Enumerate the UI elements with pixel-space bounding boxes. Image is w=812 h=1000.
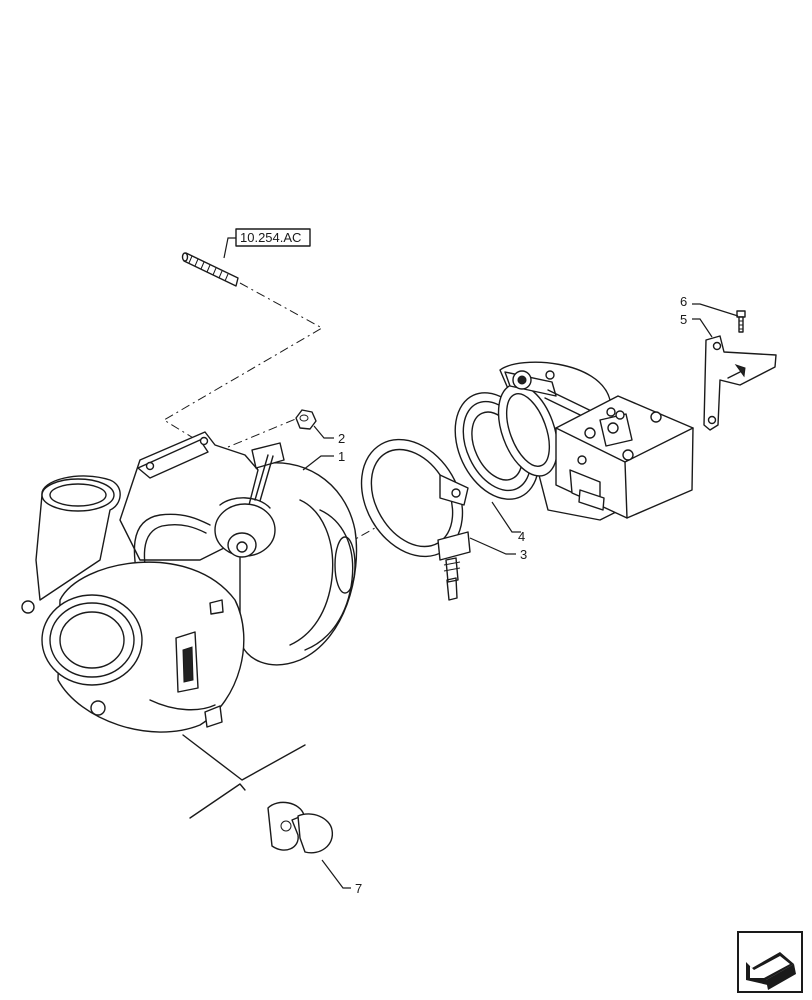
svg-text:5[interactable]: 5 — [680, 312, 687, 327]
exhaust-throttle-valve — [497, 361, 694, 521]
callout-1[interactable]: 1 — [302, 449, 345, 471]
svg-text:2[interactable]: 2 — [338, 431, 345, 446]
callout-2[interactable]: 2 — [313, 425, 345, 446]
svg-text:7[interactable]: 7 — [355, 881, 362, 896]
reference-link[interactable]: 10.254.AC — [223, 228, 311, 259]
callout-6[interactable]: 6 — [680, 294, 739, 317]
callout-3[interactable]: 3 — [469, 537, 527, 562]
bracket — [703, 335, 777, 431]
svg-text:1[interactable]: 1 — [338, 449, 345, 464]
callout-4[interactable]: 4 — [491, 501, 525, 544]
callout-5[interactable]: 5 — [680, 312, 713, 338]
back-navigation-button[interactable] — [736, 930, 804, 994]
nut-centerline — [215, 417, 299, 453]
svg-text:3[interactable]: 3 — [520, 547, 527, 562]
callout-7[interactable]: 7 — [321, 859, 362, 896]
turbocharger — [21, 431, 358, 781]
v-band-clamp — [360, 438, 471, 601]
stud-bolt — [181, 252, 239, 287]
reference-label[interactable]: 10.254.AC — [240, 230, 301, 245]
section-break-line — [189, 783, 246, 819]
clip — [267, 801, 334, 854]
nut — [295, 409, 317, 430]
stud-centerline — [163, 282, 324, 453]
arrow-back-icon — [737, 931, 803, 993]
svg-text:4[interactable]: 4 — [518, 529, 525, 544]
screw — [736, 310, 746, 333]
svg-text:6[interactable]: 6 — [680, 294, 687, 309]
